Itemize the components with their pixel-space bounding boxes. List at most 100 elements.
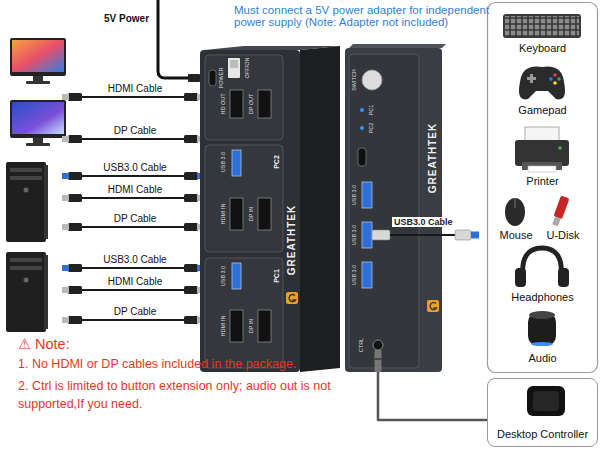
gamepad-icon <box>530 74 533 83</box>
cable-icon <box>68 264 82 272</box>
port-panel <box>205 55 283 140</box>
cable-icon <box>184 286 198 294</box>
logo-badge <box>289 295 295 302</box>
gamepad-icon <box>549 77 553 81</box>
port-label: PC1 <box>273 269 280 283</box>
speaker-icon <box>528 311 556 346</box>
headphones-icon <box>558 268 569 287</box>
port-symbol <box>230 60 238 68</box>
port-symbol <box>258 198 271 230</box>
cable-icon <box>80 138 186 140</box>
headphones-icon <box>515 248 569 287</box>
monitor-icon <box>26 143 50 146</box>
mouse-icon <box>505 198 525 226</box>
printer-icon <box>525 127 559 143</box>
cable-icon <box>80 175 186 177</box>
port-symbol <box>209 58 271 342</box>
device-label: Headphones <box>487 291 598 303</box>
node-text: Desktop Controller <box>488 428 597 440</box>
cable-icon <box>62 94 69 100</box>
monitor-icon <box>10 100 66 146</box>
printer-icon <box>528 166 556 172</box>
device-label: Printer <box>487 175 598 187</box>
port-label: USB 3.0 <box>221 266 227 286</box>
monitor-icon <box>26 81 50 84</box>
speaker-icon <box>529 311 555 319</box>
port-label: OFF/ON <box>245 58 251 79</box>
node-text: GREATHTEK <box>287 205 297 275</box>
port-label: CTRL <box>359 338 365 352</box>
usb-drive-icon <box>554 195 570 219</box>
note-heading: ⚠ Note: <box>18 336 70 352</box>
usb-drive-icon <box>552 217 560 227</box>
cable-icon <box>62 224 69 230</box>
front-panel <box>358 148 366 166</box>
cable-icon <box>80 96 186 98</box>
cable-icon <box>62 264 204 272</box>
pc-tower-icon <box>44 255 48 329</box>
port-symbol <box>230 90 243 118</box>
cable-icon <box>184 172 198 180</box>
cable-icon <box>68 316 82 324</box>
cable-icon <box>68 93 82 101</box>
pc-tower-icon <box>10 266 42 270</box>
front-panel <box>373 340 383 350</box>
cable-icon <box>62 316 204 324</box>
port-panel <box>205 145 283 252</box>
kvm-switch-front: GREATHTEK <box>345 48 442 372</box>
cable-icon <box>68 135 82 143</box>
usb-drive-icon <box>551 195 570 226</box>
monitor-icon <box>33 138 43 143</box>
cable-label: HDMI Cable <box>83 83 187 94</box>
cable-icon <box>62 93 204 101</box>
audio-cable-connector <box>378 372 487 420</box>
front-panel <box>360 126 364 130</box>
cable-icon <box>184 194 198 202</box>
cable-icon <box>68 286 82 294</box>
port-label: USB 3.0 <box>352 265 358 285</box>
controller-icon <box>527 386 565 416</box>
gamepad-icon <box>527 77 536 80</box>
port-label: DP IN <box>249 207 255 222</box>
keyboard-icon <box>505 16 579 36</box>
cable-icon <box>62 195 69 201</box>
port-symbol <box>209 70 216 86</box>
printer-icon <box>515 140 569 166</box>
device-panel <box>488 3 598 373</box>
cable-icon <box>62 173 69 179</box>
audio-plug <box>375 358 382 360</box>
cable-icon <box>62 135 204 143</box>
port-label: SWITCH <box>352 69 358 91</box>
pc-tower-icon <box>6 162 46 242</box>
cable-icon <box>68 194 82 202</box>
cable-icon <box>62 265 69 271</box>
headphones-icon <box>515 268 526 287</box>
port-label: HD OUT <box>221 93 227 114</box>
speaker-icon <box>531 342 553 346</box>
port-symbol <box>228 58 240 78</box>
controller-box: Desktop Controller <box>487 378 598 447</box>
port-label: DP OUT <box>249 94 255 115</box>
cable-icon <box>62 194 204 202</box>
controller-icon <box>533 391 559 411</box>
port-label: PC1 <box>369 105 375 116</box>
pc-tower-icon <box>24 188 29 193</box>
gamepad-icon <box>553 73 557 77</box>
monitor-icon <box>12 102 64 134</box>
pc-tower-icon <box>10 258 42 262</box>
port-label: DP IN <box>249 319 255 334</box>
port-symbol <box>230 198 243 230</box>
monitor-icon <box>10 100 66 138</box>
port-symbol <box>230 310 243 342</box>
printer-icon <box>515 127 569 172</box>
mouse-icon <box>505 198 525 226</box>
cable-label: HDMI Cable <box>83 276 187 287</box>
keyboard-icon <box>503 14 581 38</box>
front-panel <box>362 262 372 288</box>
cable-icon <box>68 223 82 231</box>
logo-badge <box>286 292 439 312</box>
port-label: PC2 <box>369 123 375 134</box>
port-label: USB 3.0 <box>221 152 227 172</box>
